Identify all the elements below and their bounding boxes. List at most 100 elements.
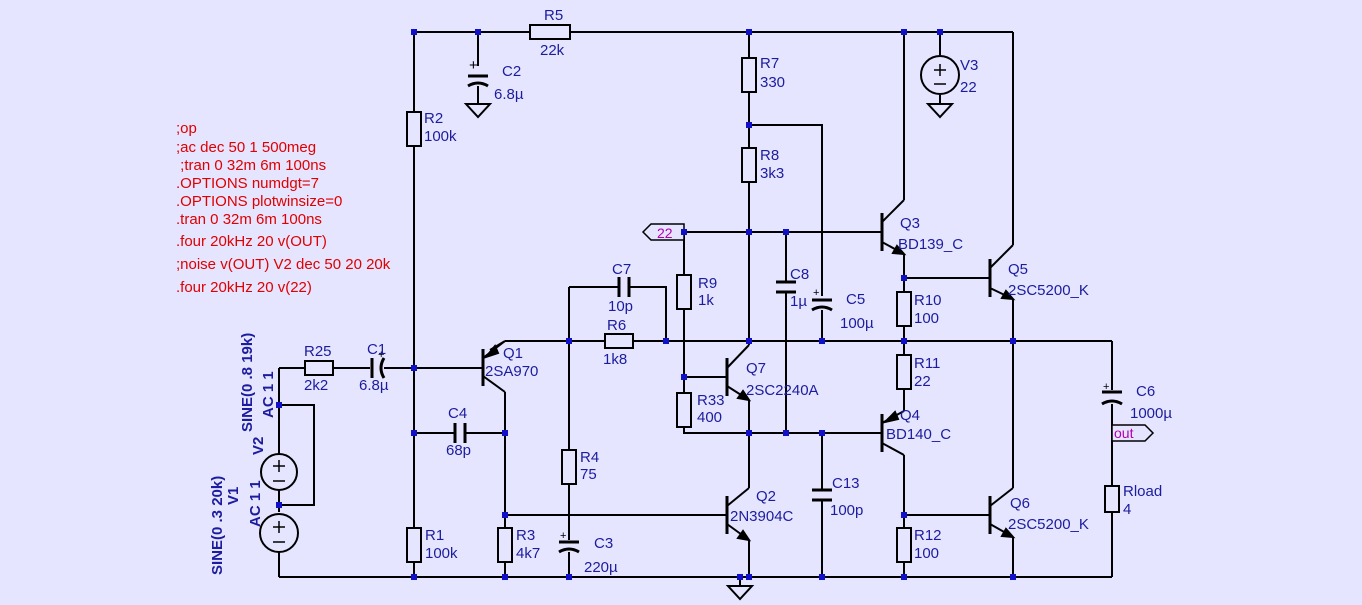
component-labels: R5 22k C2 6.8µ R2 100k R7 330 R8 3k3 V3 … (209, 7, 1172, 576)
label-q2-value: 2N3904C (730, 508, 794, 525)
capacitor-c4[interactable] (453, 423, 467, 443)
label-v3-name: V3 (960, 57, 978, 74)
label-r5-name: R5 (544, 7, 563, 24)
label-r7-value: 330 (760, 74, 785, 91)
capacitor-c5[interactable]: + (811, 287, 833, 312)
spice-directives[interactable]: ;op ;ac dec 50 1 500meg ;tran 0 32m 6m 1… (176, 120, 391, 296)
junction-dot (746, 430, 752, 436)
svg-text:+: + (1103, 381, 1109, 393)
directive-line: .OPTIONS plotwinsize=0 (176, 193, 342, 210)
capacitor-c3[interactable]: + (558, 530, 580, 554)
label-r1-value: 100k (425, 545, 458, 562)
junction-dot (276, 402, 282, 408)
resistor-r10[interactable] (896, 291, 912, 327)
resistor-rload[interactable] (1104, 485, 1120, 513)
capacitor-c13[interactable] (812, 488, 832, 502)
junction-dot (901, 29, 907, 35)
net-label-22[interactable]: 22 (641, 223, 685, 241)
label-r25-value: 2k2 (304, 377, 328, 394)
transistor-q2[interactable] (725, 477, 752, 542)
label-q7-name: Q7 (746, 360, 766, 377)
label-r7-name: R7 (760, 55, 779, 72)
label-r11-value: 22 (914, 373, 931, 390)
resistor-r6[interactable] (604, 333, 634, 349)
transistor-q5[interactable] (988, 244, 1016, 301)
voltage-source-v2[interactable] (260, 453, 298, 491)
capacitor-c2[interactable]: + (467, 57, 489, 88)
resistor-r2[interactable] (406, 111, 422, 147)
resistor-r4[interactable] (561, 449, 577, 485)
sources (259, 55, 960, 553)
capacitor-c1[interactable]: + (370, 349, 386, 379)
transistor-q6[interactable] (988, 487, 1016, 539)
label-q6-name: Q6 (1010, 495, 1030, 512)
junction-dot (411, 430, 417, 436)
junction-dot (783, 430, 789, 436)
label-c8-value: 1µ (790, 293, 807, 310)
junction-dot (411, 365, 417, 371)
capacitors: + + + + (370, 57, 1123, 554)
label-r12-value: 100 (914, 545, 939, 562)
label-c1-value: 6.8µ (359, 377, 389, 394)
junction-dot (411, 574, 417, 580)
label-q3-name: Q3 (900, 215, 920, 232)
label-v1-ac: AC 1 1 (247, 480, 264, 527)
label-r3-name: R3 (516, 527, 535, 544)
label-rload-name: Rload (1123, 483, 1162, 500)
label-q4-value: BD140_C (886, 426, 951, 443)
transistor-q3[interactable] (880, 199, 907, 256)
directive-line: .four 20kHz 20 v(22) (176, 279, 312, 296)
label-r25-name: R25 (304, 343, 332, 360)
label-r11-name: R11 (914, 355, 940, 372)
junction-dot (746, 229, 752, 235)
junction-dot (1010, 338, 1016, 344)
ground-symbol-c2 (463, 103, 493, 119)
label-c13-value: 100p (830, 502, 863, 519)
transistor-q7[interactable] (725, 344, 752, 402)
resistor-r1[interactable] (406, 527, 422, 563)
junction-dot (783, 229, 789, 235)
resistor-r3[interactable] (497, 527, 513, 563)
transistor-q1[interactable] (470, 340, 506, 393)
resistor-r33[interactable] (676, 392, 692, 428)
directive-line: ;tran 0 32m 6m 100ns (176, 157, 326, 174)
resistor-r11[interactable] (896, 354, 912, 390)
resistor-r5[interactable] (529, 24, 571, 40)
label-v2-ac: AC 1 1 (260, 371, 277, 418)
wires (278, 31, 1113, 586)
resistor-r9[interactable] (676, 274, 692, 310)
junction-dot (746, 338, 752, 344)
label-c5-name: C5 (846, 291, 865, 308)
label-c4-name: C4 (448, 405, 467, 422)
label-c6-name: C6 (1136, 383, 1155, 400)
resistor-r8[interactable] (741, 147, 757, 183)
label-q4-name: Q4 (900, 407, 920, 424)
junction-dot (411, 29, 417, 35)
resistor-r12[interactable] (896, 527, 912, 563)
net-label-out[interactable]: out (1111, 424, 1155, 442)
capacitor-c8[interactable] (776, 280, 796, 294)
label-r1-name: R1 (425, 527, 444, 544)
svg-text:+: + (560, 530, 566, 542)
label-r10-name: R10 (914, 292, 942, 309)
label-q2-name: Q2 (756, 488, 776, 505)
voltage-source-v1[interactable] (259, 513, 299, 553)
label-v2-name: V2 (250, 437, 267, 455)
label-c7-name: C7 (612, 261, 631, 278)
junction-dot (681, 229, 687, 235)
capacitor-c7[interactable] (612, 277, 636, 297)
junction-dot (746, 29, 752, 35)
resistor-r25[interactable] (304, 360, 334, 376)
net-label-22-text: 22 (657, 225, 673, 241)
transistor-q4[interactable] (880, 410, 905, 456)
label-r10-value: 100 (914, 310, 939, 327)
resistor-r7[interactable] (741, 57, 757, 93)
label-v3-value: 22 (960, 79, 977, 96)
junction-dot (819, 338, 825, 344)
label-rload-value: 4 (1123, 501, 1131, 518)
junction-dot (901, 275, 907, 281)
label-r4-value: 75 (580, 466, 597, 483)
voltage-source-v3[interactable] (920, 55, 960, 95)
capacitor-c6[interactable]: + (1101, 381, 1123, 406)
